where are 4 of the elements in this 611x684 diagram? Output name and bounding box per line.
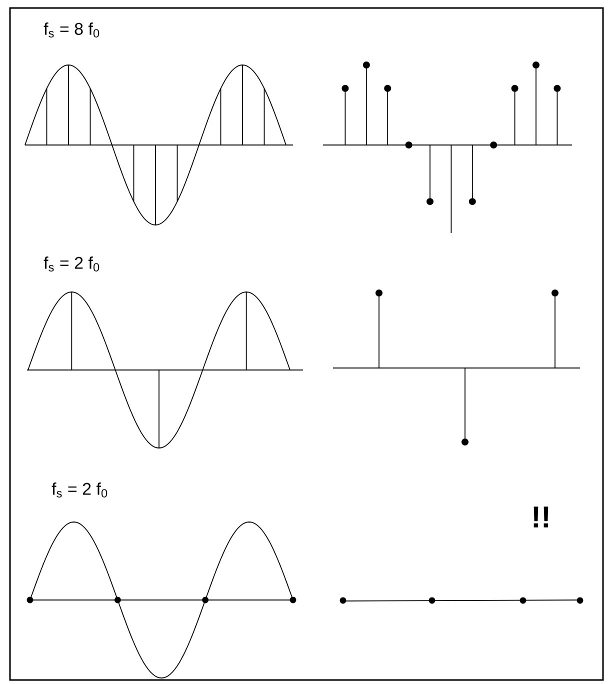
formula-label: f$_{s}$ = 2 f$_{0}$ — [44, 256, 100, 272]
formula-label: f$_{s}$ = 8 f$_{0}$ — [44, 22, 100, 38]
formula-label: f$_{s}$ = 2 f$_{0}$ — [52, 482, 108, 498]
exclamation-label: !! — [534, 506, 548, 528]
